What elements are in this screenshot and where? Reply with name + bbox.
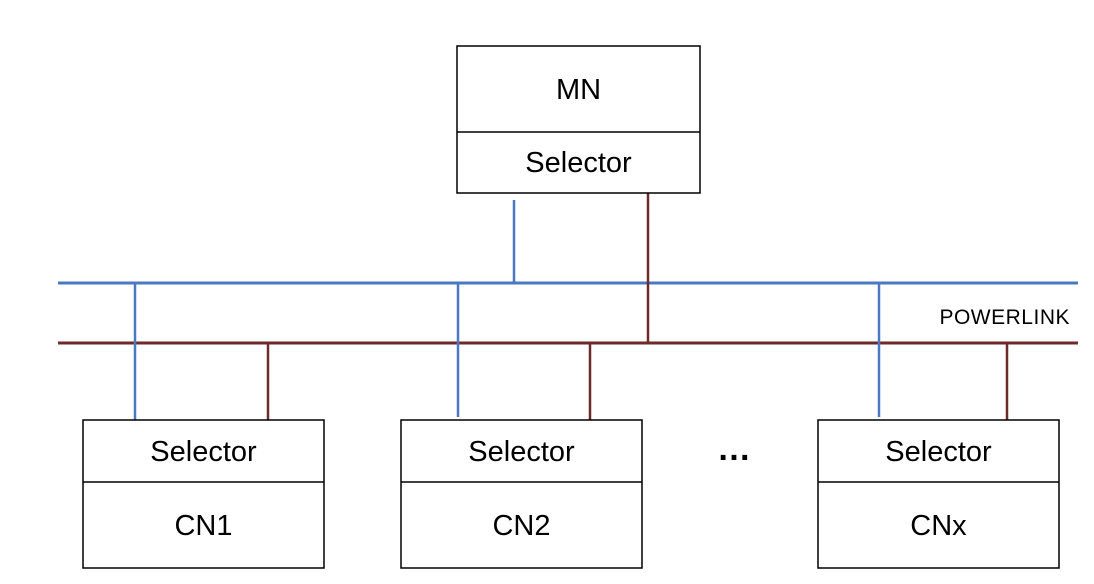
mn-selector: Selector <box>525 147 632 179</box>
more-nodes-ellipsis: … <box>717 430 751 468</box>
cn1-node: Selector CN1 <box>82 419 325 569</box>
cnx-node: Selector CNx <box>817 419 1060 569</box>
mn-title: MN <box>556 74 601 106</box>
cn2-node: Selector CN2 <box>400 419 643 569</box>
mn-node: MN Selector <box>456 45 701 194</box>
cn2-selector: Selector <box>468 436 575 468</box>
bus-label: POWERLINK <box>939 306 1070 329</box>
cn1-title: CN1 <box>174 510 232 542</box>
cnx-selector: Selector <box>885 436 992 468</box>
cn2-title: CN2 <box>492 510 550 542</box>
cnx-title: CNx <box>910 510 967 542</box>
cn1-selector: Selector <box>150 436 257 468</box>
